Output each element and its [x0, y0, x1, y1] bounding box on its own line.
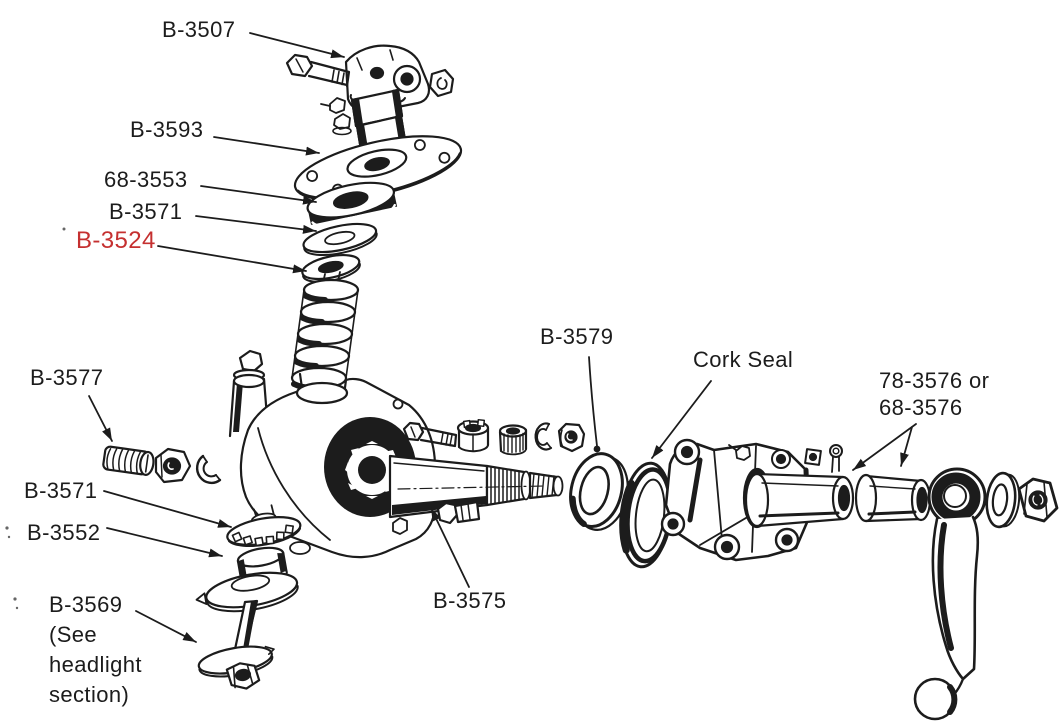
part-washer-b3571-upper — [302, 222, 378, 256]
part-cover-flange-cork-seal — [619, 461, 673, 569]
part-snap-ring — [534, 422, 553, 451]
part-label-b3593: B-3593 — [130, 117, 204, 142]
part-label-b3569: B-3569 (See headlight section) — [49, 590, 142, 710]
part-arm-nut — [1017, 477, 1059, 523]
part-clamp-nut — [428, 68, 455, 98]
part-adjuster-ring-b3571-lower — [226, 504, 302, 547]
part-label-3576-line-1: 78-3576 or — [879, 368, 990, 393]
leader-b3579 — [588, 356, 598, 447]
part-lock-washer — [196, 454, 222, 485]
part-adjusting-screw-b3577 — [102, 445, 155, 476]
scan-specks — [5, 227, 66, 610]
leader-b3593 — [213, 136, 320, 156]
part-label-cork-seal: Cork Seal — [693, 347, 794, 372]
part-pipe-plug — [436, 500, 481, 525]
leader-b3571-upper — [195, 215, 317, 234]
leader-b3524 — [157, 245, 307, 274]
leader-lines — [88, 32, 917, 643]
part-sector-shaft-b3575 — [388, 454, 564, 519]
part-cover-top-fasteners — [728, 444, 843, 473]
part-label-3576-line-2: 68-3576 — [879, 395, 963, 420]
leader-b3569 — [135, 610, 197, 643]
part-loose-bushing — [854, 473, 932, 523]
part-gear-housing — [228, 349, 437, 559]
part-label-b3507: B-3507 — [162, 17, 236, 42]
leader-b3507 — [249, 32, 345, 59]
part-label-b3579: B-3579 — [540, 324, 614, 349]
part-hex-nut-row — [557, 422, 586, 453]
leader-b3577 — [88, 395, 113, 442]
part-castle-nut — [456, 418, 490, 453]
part-upper-clamp — [344, 44, 431, 114]
part-label-3576: 78-3576 or 68-3576 — [879, 367, 989, 421]
part-clamp-bolt — [285, 53, 351, 88]
leader-b3552 — [106, 527, 223, 558]
part-bolt-row — [402, 421, 458, 448]
part-label-68-3553: 68-3553 — [104, 167, 188, 192]
part-label-b3571-lower: B-3571 — [24, 478, 98, 503]
part-label-b3524-highlighted: B-3524 — [76, 227, 156, 254]
part-label-b3569-note-2: headlight — [49, 652, 142, 677]
part-mounted-bushing — [742, 467, 855, 529]
part-arm-washer — [985, 471, 1021, 529]
part-label-b3569-number: B-3569 — [49, 592, 123, 617]
part-label-b3569-note-1: (See — [49, 622, 98, 647]
leader-3576-right — [900, 426, 913, 467]
part-label-b3552: B-3552 — [27, 520, 101, 545]
part-label-b3569-note-3: section) — [49, 682, 130, 707]
leader-b3579-dot — [593, 445, 601, 453]
part-cover-bracket — [660, 438, 811, 562]
leader-b3575 — [430, 507, 470, 588]
part-label-b3577: B-3577 — [30, 365, 104, 390]
leader-3576-left — [852, 423, 917, 471]
leader-683553 — [200, 185, 317, 205]
part-label-b3575: B-3575 — [433, 588, 507, 613]
part-seal-washer-b3579 — [569, 452, 629, 531]
leader-cork-seal — [651, 380, 712, 459]
part-locknut — [154, 447, 192, 484]
leader-b3571-lower — [103, 490, 232, 528]
part-bearing-683553 — [306, 181, 398, 229]
part-horn-contact-b3569 — [197, 645, 275, 690]
part-splined-cup — [498, 424, 528, 456]
part-label-b3571-upper: B-3571 — [109, 199, 183, 224]
part-pitman-arm — [913, 467, 987, 721]
